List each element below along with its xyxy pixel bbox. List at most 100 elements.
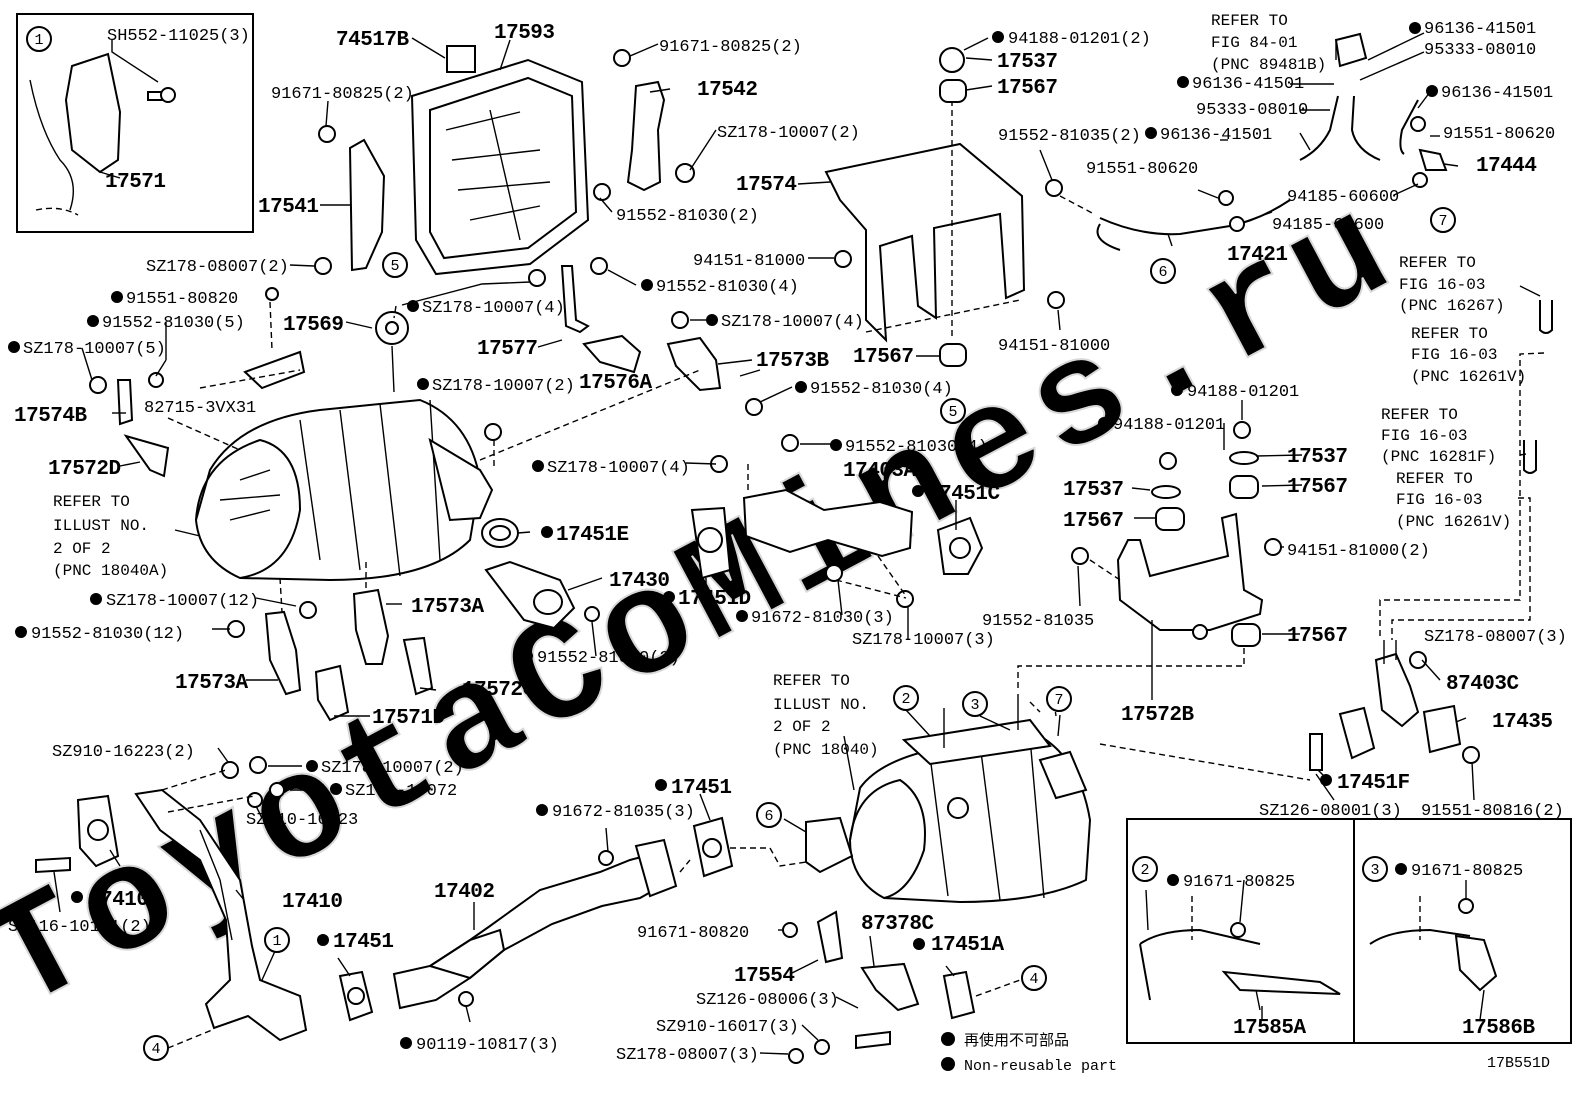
refer-89481b-line3[interactable]: (PNC 89481B) xyxy=(1211,56,1326,74)
label-17567-e[interactable]: 17567 xyxy=(1287,625,1348,648)
label-94185-60600-a[interactable]: 94185-60600 xyxy=(1287,188,1399,207)
label-17574b[interactable]: 17574B xyxy=(14,405,88,428)
label-91551-80620-a[interactable]: 91551-80620 xyxy=(1443,125,1555,144)
label-91552-81035[interactable]: 91552-81035 xyxy=(982,612,1094,631)
label-94188-01201-2[interactable]: 94188-01201(2) xyxy=(1008,30,1151,49)
label-17537-a[interactable]: 17537 xyxy=(997,51,1058,74)
label-sz178-10007-5[interactable]: SZ178-10007(5) xyxy=(23,340,166,359)
label-sz178-08007-3a[interactable]: SZ178-08007(3) xyxy=(1424,628,1567,647)
label-17430[interactable]: 17430 xyxy=(609,570,670,593)
label-17571d[interactable]: 17571D xyxy=(372,707,445,730)
label-17451e[interactable]: 17451E xyxy=(556,524,629,547)
label-17435[interactable]: 17435 xyxy=(1492,711,1553,734)
refer-18040a-line4[interactable]: (PNC 18040A) xyxy=(53,562,168,580)
label-17451d[interactable]: 17451D xyxy=(678,588,751,611)
label-17572d[interactable]: 17572D xyxy=(48,458,121,481)
label-sh552-11025[interactable]: SH552-11025(3) xyxy=(107,27,250,46)
label-91552-81030-5[interactable]: 91552-81030(5) xyxy=(102,314,245,333)
label-sz116-10171-2[interactable]: SZ116-10171(2) xyxy=(8,918,151,937)
label-sz178-10007-2b[interactable]: SZ178-10007(2) xyxy=(432,377,575,396)
label-74517b[interactable]: 74517B xyxy=(336,29,410,52)
callout-7-dpf-circle[interactable] xyxy=(1046,686,1072,712)
label-17403a[interactable]: 17403A xyxy=(843,460,917,483)
label-91552-81035-2[interactable]: 91552-81035(2) xyxy=(998,127,1141,146)
label-94151-81000-a[interactable]: 94151-81000 xyxy=(693,252,805,271)
label-17567-a[interactable]: 17567 xyxy=(997,77,1058,100)
label-17567-c[interactable]: 17567 xyxy=(1287,476,1348,499)
label-17542[interactable]: 17542 xyxy=(697,79,758,102)
label-17585a[interactable]: 17585A xyxy=(1233,1017,1307,1040)
label-17554[interactable]: 17554 xyxy=(734,965,795,988)
label-91552-81030-2b[interactable]: 91552-81030(2) xyxy=(537,649,680,668)
label-sz910-16017-3[interactable]: SZ910-16017(3) xyxy=(656,1018,799,1037)
label-87403c[interactable]: 87403C xyxy=(1446,673,1520,696)
label-17410[interactable]: 17410 xyxy=(282,891,343,914)
refer-16261v-b-line3[interactable]: (PNC 16261V) xyxy=(1396,513,1511,531)
label-17593[interactable]: 17593 xyxy=(494,22,555,45)
callout-2-dpf-circle[interactable] xyxy=(893,685,919,711)
label-91671-80825-a[interactable]: 91671-80825(2) xyxy=(659,38,802,57)
callout-6-top-circle[interactable] xyxy=(1150,258,1176,284)
label-96136-41501-c[interactable]: 96136-41501 xyxy=(1441,84,1553,103)
label-96136-41501-d[interactable]: 96136-41501 xyxy=(1160,126,1272,145)
label-91551-80620-b[interactable]: 91551-80620 xyxy=(1086,160,1198,179)
label-91671-80825-b[interactable]: 91671-80825(2) xyxy=(271,85,414,104)
label-91552-81030-2a[interactable]: 91552-81030(2) xyxy=(616,207,759,226)
label-sz109-10072[interactable]: SZ109-10072 xyxy=(345,782,457,801)
callout-4-pipe-circle[interactable] xyxy=(143,1035,169,1061)
label-17573b[interactable]: 17573B xyxy=(756,350,830,373)
refer-16261v-a-line3[interactable]: (PNC 16261V) xyxy=(1411,368,1526,386)
label-91671-80820[interactable]: 91671-80820 xyxy=(637,924,749,943)
callout-6-dpf-circle[interactable] xyxy=(756,802,782,828)
label-17410b[interactable]: 17410B xyxy=(88,889,162,912)
label-sz126-08001-3[interactable]: SZ126-08001(3) xyxy=(1259,802,1402,821)
label-sz178-10007-4a[interactable]: SZ178-10007(4) xyxy=(422,299,565,318)
label-91552-81030-4c[interactable]: 91552-81030(4) xyxy=(845,438,988,457)
label-17571[interactable]: 17571 xyxy=(105,171,166,194)
label-17451a[interactable]: 17451A xyxy=(931,934,1005,957)
label-sz178-08007-3b[interactable]: SZ178-08007(3) xyxy=(616,1046,759,1065)
label-17451c[interactable]: 17451C xyxy=(927,483,1001,506)
label-96136-41501-b[interactable]: 96136-41501 xyxy=(1192,75,1304,94)
label-sz178-10007-4c[interactable]: SZ178-10007(4) xyxy=(547,459,690,478)
callout-7-top-circle[interactable] xyxy=(1430,207,1456,233)
callout-3-dpf-circle[interactable] xyxy=(962,691,988,717)
label-91671-80825-d[interactable]: 91671-80825 xyxy=(1411,862,1523,881)
label-17574[interactable]: 17574 xyxy=(736,174,797,197)
callout-3-inset-circle[interactable] xyxy=(1362,856,1388,882)
callout-5-mid-circle[interactable] xyxy=(940,398,966,424)
label-94151-81000-2[interactable]: 94151-81000(2) xyxy=(1287,542,1430,561)
label-sz178-08007-2a[interactable]: SZ178-08007(2) xyxy=(146,258,289,277)
callout-5-top-circle[interactable] xyxy=(382,252,408,278)
label-sz178-10007-2c[interactable]: SZ178-10007(2) xyxy=(321,759,464,778)
label-17586b[interactable]: 17586B xyxy=(1462,1017,1536,1040)
label-17573a-a[interactable]: 17573A xyxy=(411,596,485,619)
refer-18040-line4[interactable]: (PNC 18040) xyxy=(773,741,879,759)
label-82715-3vx31[interactable]: 82715-3VX31 xyxy=(144,399,256,418)
label-17541[interactable]: 17541 xyxy=(258,196,319,219)
label-94188-01201-a[interactable]: 94188-01201 xyxy=(1187,383,1299,402)
label-17444[interactable]: 17444 xyxy=(1476,155,1537,178)
label-17572g[interactable]: 17572G xyxy=(462,679,535,702)
label-91552-81030-4b[interactable]: 91552-81030(4) xyxy=(810,380,953,399)
label-87378c[interactable]: 87378C xyxy=(861,913,935,936)
label-sz910-16223[interactable]: SZ910-16223 xyxy=(246,811,358,830)
label-sz178-10007-2a[interactable]: SZ178-10007(2) xyxy=(717,124,860,143)
label-17421[interactable]: 17421 xyxy=(1227,244,1288,267)
callout-1-pipe-circle[interactable] xyxy=(264,927,290,953)
label-91671-80825-c[interactable]: 91671-80825 xyxy=(1183,873,1295,892)
label-17576a[interactable]: 17576A xyxy=(579,372,653,395)
label-91672-81035-3[interactable]: 91672-81035(3) xyxy=(552,803,695,822)
label-94185-60600-b[interactable]: 94185-60600 xyxy=(1272,216,1384,235)
callout-1-inset-circle[interactable] xyxy=(26,26,52,52)
label-17577[interactable]: 17577 xyxy=(477,338,538,361)
label-95333-08010-b[interactable]: 95333-08010 xyxy=(1196,101,1308,120)
label-17451f[interactable]: 17451F xyxy=(1337,772,1410,795)
label-91551-80820[interactable]: 91551-80820 xyxy=(126,290,238,309)
label-sz178-10007-4b[interactable]: SZ178-10007(4) xyxy=(721,313,864,332)
label-17567-b[interactable]: 17567 xyxy=(853,346,914,369)
label-17572b[interactable]: 17572B xyxy=(1121,704,1195,727)
callout-4-gasket-circle[interactable] xyxy=(1021,965,1047,991)
label-17451-b[interactable]: 17451 xyxy=(671,777,732,800)
label-17569[interactable]: 17569 xyxy=(283,314,344,337)
